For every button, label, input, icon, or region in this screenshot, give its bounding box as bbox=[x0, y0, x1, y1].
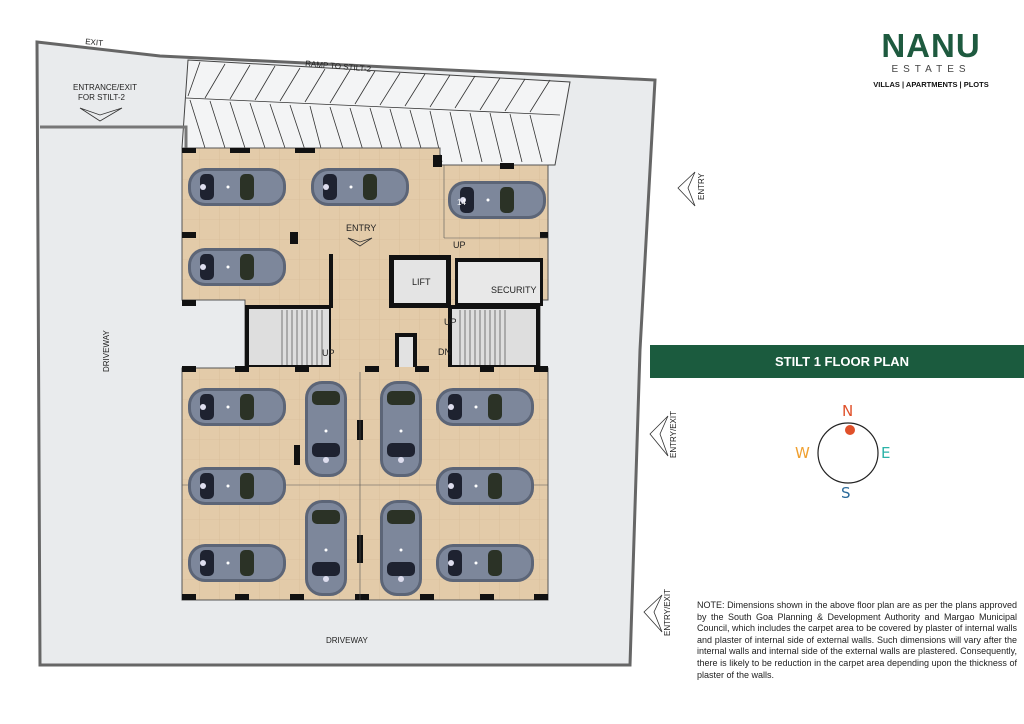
entrance-exit-label-2: FOR STILT-2 bbox=[78, 93, 126, 102]
car bbox=[188, 248, 286, 286]
exit-label: EXIT bbox=[85, 37, 104, 48]
car bbox=[311, 168, 409, 206]
car bbox=[380, 381, 422, 477]
car bbox=[188, 388, 286, 426]
entrance-exit-label: ENTRANCE/EXIT bbox=[73, 83, 137, 92]
logo-brand: NANU bbox=[881, 27, 981, 64]
driveway-label: DRIVEWAY bbox=[326, 636, 368, 645]
compass-icon bbox=[817, 422, 879, 484]
lift-label: LIFT bbox=[412, 277, 431, 287]
driveway-boundary bbox=[40, 125, 188, 150]
entry-exit-label: ENTRY/EXIT bbox=[663, 589, 672, 636]
car bbox=[188, 544, 286, 582]
car bbox=[436, 467, 534, 505]
logo-sub: ESTATES bbox=[891, 64, 971, 75]
plan-title: STILT 1 FLOOR PLAN bbox=[774, 354, 910, 369]
arrow-icons bbox=[79, 107, 696, 633]
security-label: SECURITY bbox=[491, 285, 537, 295]
compass-w: W bbox=[795, 444, 810, 462]
entry-label: ENTRY bbox=[346, 223, 376, 233]
compass-north-dot bbox=[845, 425, 855, 435]
entry-right-label: ENTRY bbox=[697, 172, 706, 200]
car bbox=[188, 168, 286, 206]
compass-n: N bbox=[842, 402, 854, 420]
driveway-label: DRIVEWAY bbox=[102, 330, 111, 372]
logo-tagline: VILLAS | APARTMENTS | PLOTS bbox=[873, 80, 989, 89]
up-label: UP bbox=[322, 348, 335, 358]
entry-exit-label: ENTRY/EXIT bbox=[669, 411, 678, 458]
disclaimer-note: NOTE: Dimensions shown in the above floo… bbox=[697, 600, 1017, 680]
car bbox=[436, 388, 534, 426]
car bbox=[188, 467, 286, 505]
car bbox=[380, 500, 422, 596]
ramp-hatching bbox=[185, 61, 561, 163]
car bbox=[305, 500, 347, 596]
core bbox=[245, 254, 543, 367]
up-label: UP bbox=[453, 240, 466, 250]
compass-s: S bbox=[841, 484, 851, 502]
down-label: DN bbox=[438, 347, 451, 357]
logo: NANU ESTATES VILLAS | APARTMENTS | PLOTS bbox=[866, 27, 996, 89]
plan-title-banner: STILT 1 FLOOR PLAN bbox=[650, 345, 1024, 378]
car bbox=[305, 381, 347, 477]
up-label: UP bbox=[444, 317, 457, 327]
compass-e: E bbox=[881, 444, 891, 462]
car bbox=[436, 544, 534, 582]
slot-number: 14 bbox=[457, 198, 466, 207]
